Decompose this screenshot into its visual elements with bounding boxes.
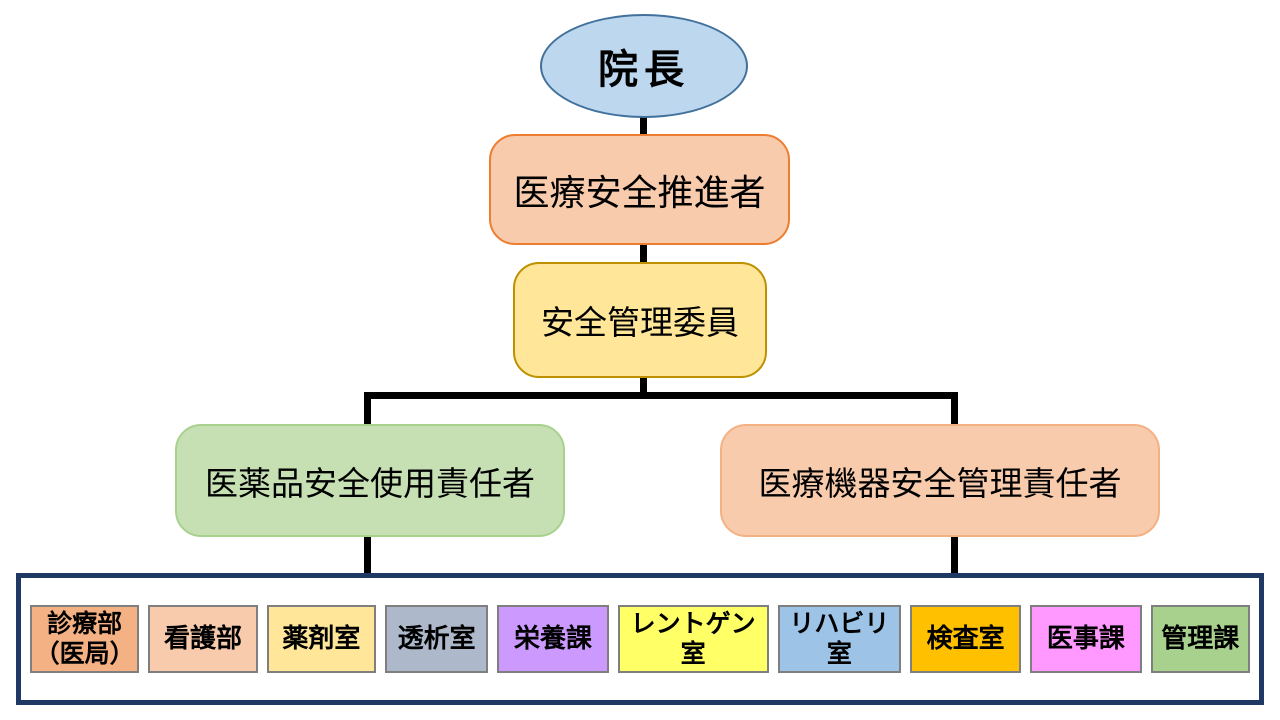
department-box-xray: レントゲン室 [617,605,769,673]
department-box-nutrition: 栄養課 [497,605,609,673]
connector-director-to-promoter [640,114,647,138]
department-box-clinical: 診療部 （医局） [30,605,140,673]
department-box-laboratory: 検査室 [909,605,1022,673]
node-drug-safety-manager: 医薬品安全使用責任者 [175,424,565,537]
department-box-medical-affairs: 医事課 [1030,605,1142,673]
connector-branch-right-leg [951,392,958,425]
connector-branch-left-leg [364,392,371,425]
node-director: 院長 [540,14,748,118]
connector-promoter-to-committee [640,243,647,266]
connector-committee-stub [640,375,647,399]
department-box-nursing: 看護部 [148,605,258,673]
connector-branch-horizontal [364,392,958,399]
node-device-safety-manager: 医療機器安全管理責任者 [720,424,1160,537]
node-medical-safety-promoter: 医療安全推進者 [489,134,790,245]
connector-drug-to-departments [364,536,371,575]
department-box-administration: 管理課 [1150,605,1250,673]
node-safety-committee: 安全管理委員 [513,262,767,378]
department-box-rehabilitation: リハビリ室 [777,605,901,673]
department-box-dialysis: 透析室 [384,605,489,673]
connector-device-to-departments [951,536,958,575]
department-box-pharmacy: 薬剤室 [266,605,376,673]
departments-container: 診療部 （医局） 看護部 薬剤室 透析室 栄養課 レントゲン室 リハビリ室 検査… [16,573,1264,705]
